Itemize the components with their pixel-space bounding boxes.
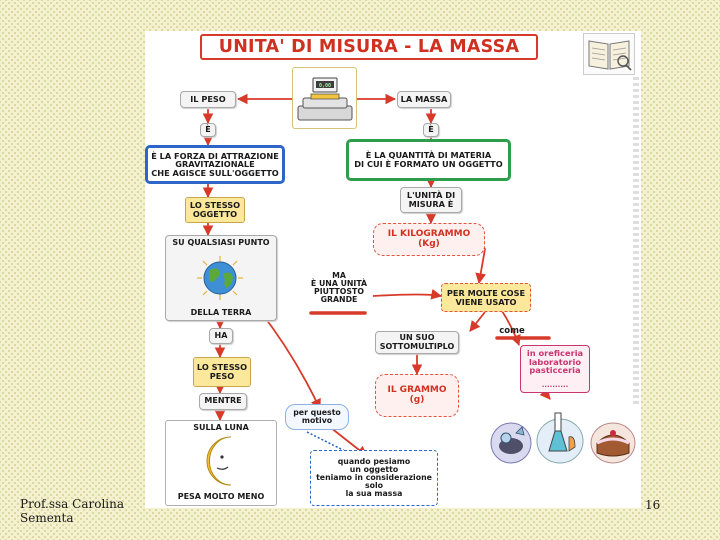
node-per-questo-motivo: per questo motivo <box>285 404 349 430</box>
node-dots: .......... <box>541 381 569 390</box>
footer-author: Prof.ssa Carolina Sementa <box>20 497 125 526</box>
concept-map-image: UNITA' DI MISURA - LA MASSA 0,00 IL PESO <box>145 31 641 508</box>
node-lo-stesso-peso: LO STESSO PESO <box>193 357 251 387</box>
node-per-molte-cose: PER MOLTE COSE VIENE USATO <box>441 283 531 312</box>
lab-flask-icon <box>535 407 585 465</box>
earth-globe-icon <box>197 256 243 300</box>
jewelry-icon <box>488 413 534 465</box>
node-il-grammo: IL GRAMMO (g) <box>375 374 459 417</box>
node-mentre: MENTRE <box>199 393 247 410</box>
node-e-right: È <box>423 123 439 137</box>
side-credit-strip <box>633 77 639 407</box>
page-title: UNITA' DI MISURA - LA MASSA <box>200 34 538 60</box>
cake-icon <box>589 413 637 465</box>
node-unita-di-misura: L'UNITÀ DI MISURA È <box>400 187 462 213</box>
node-il-peso: IL PESO <box>180 91 236 108</box>
node-e-left: È <box>200 123 216 137</box>
node-sulla-luna: SULLA LUNA <box>165 420 277 506</box>
node-la-massa: LA MASSA <box>397 91 451 108</box>
node-come: come <box>499 325 525 336</box>
balance-scale-icon: 0,00 <box>292 67 357 129</box>
node-della-terra: DELLA TERRA <box>190 307 252 317</box>
node-quantita-materia: È LA QUANTITÀ DI MATERIA DI CUI È FORMAT… <box>346 139 511 181</box>
node-oreficeria: in oreficeria laboratorio pasticceria <box>520 345 590 393</box>
node-lo-stesso-oggetto: LO STESSO OGGETTO <box>185 197 245 223</box>
node-forza-attrazione: È LA FORZA DI ATTRAZIONE GRAVITAZIONALE … <box>145 145 285 184</box>
node-quando-pesiamo: quando pesiamo un oggetto teniamo in con… <box>310 450 438 506</box>
book-icon <box>583 33 635 75</box>
node-sottomultiplo: UN SUO SOTTOMULTIPLO <box>375 331 459 354</box>
slide-page-number: 16 <box>645 498 661 512</box>
node-il-kilogrammo: IL KILOGRAMMO (Kg) <box>373 223 485 256</box>
node-ha: HA <box>209 328 233 344</box>
crescent-moon-icon <box>201 435 251 487</box>
node-ma-unita-grande: MA È UNA UNITÀ PIUTTOSTO GRANDE <box>310 270 368 305</box>
scale-display-readout: 0,00 <box>318 83 330 89</box>
node-pesa-molto-meno: PESA MOLTO MENO <box>177 491 265 501</box>
